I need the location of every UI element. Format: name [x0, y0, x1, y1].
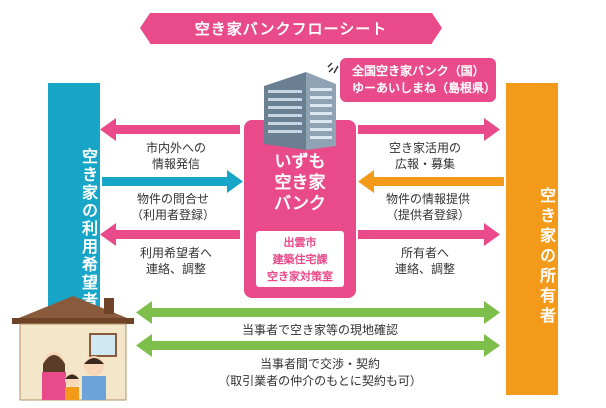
arrow-bottom-2	[136, 334, 500, 357]
sparkle-icon	[327, 62, 339, 74]
right-label-1: 空き家活用の 広報・募集	[388, 141, 461, 171]
left-label-2: 物件の問合せ （利用者登録）	[130, 192, 215, 222]
left-label-3: 利用希望者へ 連絡、調整	[139, 246, 212, 276]
office-building-icon	[264, 72, 336, 150]
page-title: 空き家バンクフローシート	[194, 20, 388, 38]
center-title: いずも 空き家 バンク	[274, 152, 326, 214]
user-column-label: 空き家の利用希望者	[79, 147, 98, 310]
national-bank-callout: 全国空き家バンク（国） ゆーあいしまね（島根県）	[340, 58, 496, 102]
arrow-right-3	[358, 223, 500, 246]
owner-column: 空き家の所有者	[506, 83, 558, 395]
arrow-right-2	[358, 170, 504, 193]
right-label-3: 所有者へ 連絡、調整	[394, 246, 455, 276]
bottom-label-2: 当事者間で交渉・契約	[259, 357, 380, 371]
left-label-1: 市内外への 情報発信	[145, 141, 206, 171]
bottom-label-1: 当事者で空き家等の現地確認	[241, 323, 398, 337]
bottom-note-2: （取引業者の仲介のもとに契約も可）	[218, 374, 422, 388]
arrow-left-2	[102, 170, 243, 193]
house-with-family-icon	[12, 296, 134, 401]
owner-column-label: 空き家の所有者	[537, 187, 556, 327]
arrow-left-1	[100, 118, 240, 141]
user-column: 空き家の利用希望者	[48, 83, 100, 338]
right-label-2: 物件の情報提供 （提供者登録）	[385, 192, 470, 222]
arrow-right-1	[358, 118, 500, 141]
arrow-left-3	[100, 223, 240, 246]
title-banner: 空き家バンクフローシート	[140, 13, 442, 44]
city-department-box: 出雲市 建築住宅課 空き家対策室	[256, 231, 344, 287]
arrow-bottom-1	[136, 301, 500, 324]
